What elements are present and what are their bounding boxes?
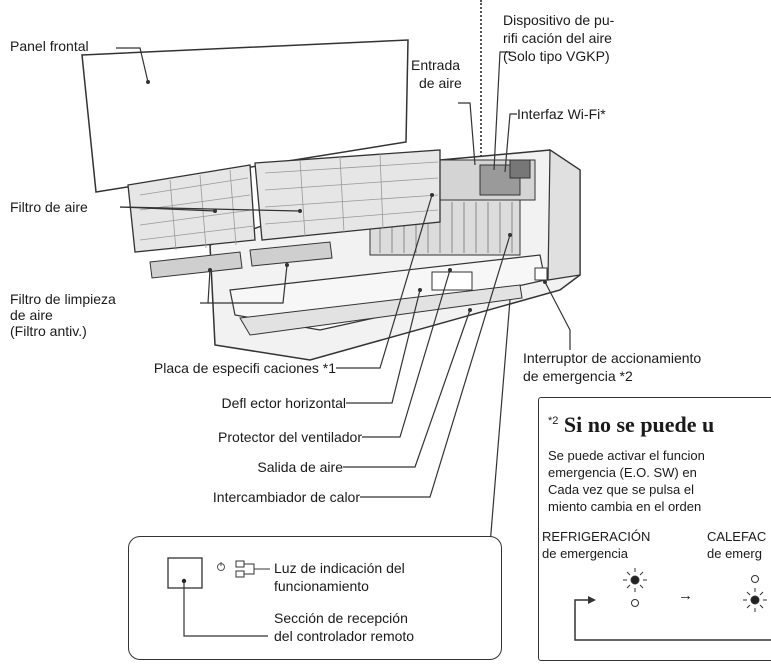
label-filtro-limpieza-1: Filtro de limpieza — [10, 291, 116, 307]
label-filtro-limpieza-3: (Filtro antiv.) — [10, 323, 87, 339]
label-dispositivo-2: rifi cación del aire — [503, 30, 612, 46]
label-deflector: Defl ector horizontal — [221, 395, 346, 411]
label-entrada-1: Entrada — [411, 57, 461, 73]
indicator-detail-box — [128, 536, 502, 660]
label-protector: Protector del ventilador — [218, 429, 362, 445]
label-seccion-1: Sección de recepción — [274, 610, 408, 626]
note-title-text: Si no se puede u — [563, 412, 715, 437]
label-salida: Salida de aire — [257, 459, 343, 475]
label-calefaccion-1: CALEFAC — [707, 529, 767, 544]
label-entrada-2: de aire — [419, 75, 462, 91]
heating-led-off-icon — [751, 575, 759, 583]
air-filter-right — [254, 149, 441, 241]
note-line-4: miento cambia en el orden — [548, 499, 702, 514]
unit-side — [547, 148, 581, 281]
dotted-separator — [480, 0, 482, 305]
label-dispositivo-3: (Solo tipo VGKP) — [503, 48, 610, 64]
label-refrigeracion-2: de emergencia — [542, 546, 628, 561]
sequence-arrow: → — [678, 587, 693, 604]
wifi-module — [509, 159, 531, 179]
note-line-1: Se puede activar el funcion — [548, 448, 705, 463]
note-marker: *2 — [548, 415, 559, 427]
label-luz-2: funcionamiento — [274, 578, 369, 594]
label-luz-1: Luz de indicación del — [274, 560, 405, 576]
label-filtro-aire: Filtro de aire — [10, 199, 88, 215]
label-seccion-2: del controlador remoto — [274, 628, 415, 644]
label-filtro-limpieza-2: de aire — [10, 307, 53, 323]
label-interruptor-2: de emergencia *2 — [523, 368, 633, 384]
note-title: *2 Si no se puede u — [548, 412, 714, 438]
front-panel-shape — [81, 39, 409, 193]
emergency-switch — [534, 267, 548, 281]
note-line-3: Cada vez que se pulsa el — [548, 482, 694, 497]
power-icon — [217, 562, 225, 571]
return-arrow — [574, 599, 771, 641]
label-refrigeracion-1: REFRIGERACIÓN — [542, 529, 651, 544]
receiver-window — [167, 557, 203, 589]
label-dispositivo-1: Dispositivo de pu- — [503, 12, 615, 28]
label-interfaz-wifi: Interfaz Wi-Fi* — [517, 106, 606, 122]
label-interruptor-1: Interruptor de accionamiento — [523, 350, 702, 366]
cooling-led-lit-icon — [623, 568, 647, 592]
cleaning-filter-left — [149, 251, 243, 279]
emergency-note-box — [538, 397, 771, 661]
label-intercambiador: Intercambiador de calor — [212, 489, 360, 505]
cleaning-filter-right — [249, 241, 333, 267]
heating-led-lit-icon — [743, 588, 767, 612]
label-panel-frontal: Panel frontal — [10, 38, 89, 54]
note-line-2: emergencia (E.O. SW) en — [548, 465, 697, 480]
cooling-led-off-icon — [631, 599, 639, 607]
label-placa: Placa de especifi caciones *1 — [153, 360, 336, 376]
spec-plate — [431, 271, 473, 291]
horizontal-deflector — [239, 284, 523, 336]
label-calefaccion-2: de emerg — [707, 546, 762, 561]
